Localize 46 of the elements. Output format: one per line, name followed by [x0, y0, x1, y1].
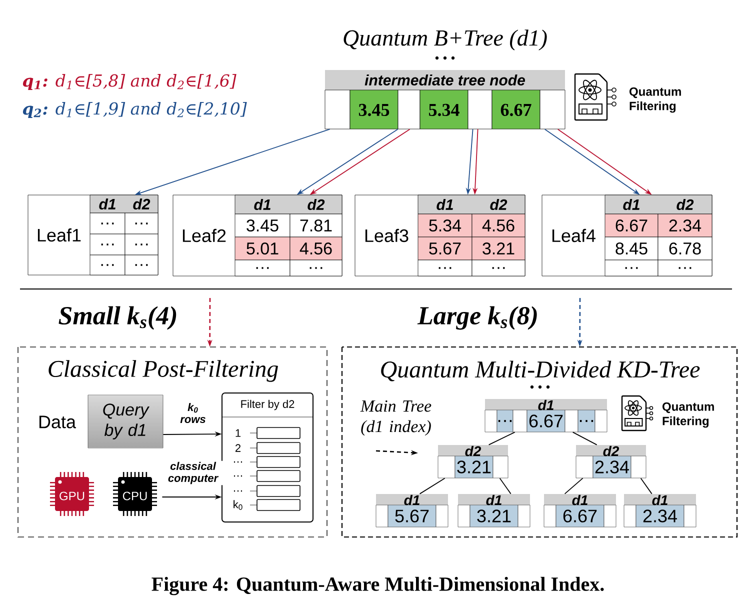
node-label: 6.67 — [500, 104, 532, 116]
tree-node: 2.34 d2 — [576, 445, 646, 478]
tree-node: 6.67 d1 — [544, 494, 616, 528]
icon-caption: Quantum Filtering — [662, 402, 714, 428]
node-label: 3.45 — [358, 104, 390, 116]
node-label: d1 — [572, 494, 588, 506]
filter-list: Filter by d2 1 2 … … … k$_{0}$ — [222, 392, 314, 522]
tree-node: … 6.67 … d1 — [484, 399, 608, 432]
edge-label: k$_{0}$ rows — [176, 402, 210, 424]
connector — [572, 432, 598, 446]
processor-chip: CPU — [112, 471, 158, 517]
node-label: 5.34 — [428, 104, 460, 116]
node-label: … — [580, 420, 594, 422]
tree-node: 5.67 d1 — [376, 494, 448, 528]
figure-caption: Figure 4: Quantum-Aware Multi-Dimensional Index. — [152, 576, 604, 596]
tree-node: 3.21 d2 — [438, 445, 508, 478]
query-box: Query by d1 — [88, 394, 164, 448]
query-condition: q$_{1}$: d$_{1}$∈[5,8] and d$_{2}$∈[1,6] — [22, 74, 236, 90]
leaf-table: Leaf3 d1 d2 5.34 4.56 5.67 3.21 … … — [354, 194, 526, 276]
icon-caption: Quantum Filtering — [630, 87, 681, 113]
node-label: d2 — [603, 446, 620, 456]
connector — [564, 478, 584, 494]
tree-caption: Main Tree (d1 index) — [360, 400, 432, 436]
node-label: d2 — [465, 446, 482, 456]
node-label: d1 — [652, 494, 668, 506]
leaf-table: Leaf4 d1 d2 6.67 2.34 8.45 6.78 … … — [542, 194, 712, 276]
node-label: 6.67 — [529, 414, 563, 428]
data-label: Data — [39, 416, 76, 428]
processor-chip: GPU — [49, 471, 95, 517]
query-condition: q$_{2}$: d$_{1}$∈[1,9] and d$_{2}$∈[2,10] — [22, 102, 247, 118]
leaf-table: Leaf2 d1 d2 3.45 7.81 5.01 4.56 … … — [172, 194, 342, 276]
leaf-table: Leaf1 d1 d2 … … … … … … — [28, 194, 158, 276]
tree-node: 2.34 d1 — [624, 494, 696, 528]
connector — [488, 432, 516, 446]
connector — [499, 478, 512, 494]
tree-title: Quantum B+Tree (d1) — [344, 30, 547, 50]
case-heading: Large k$_{s}$(8) — [417, 306, 537, 330]
edge-label: classical computer — [163, 460, 223, 486]
tree-node: Quantum B+Tree (d1) intermediate tree node 3.45 5.34 6.67 — [324, 30, 566, 130]
connector — [640, 478, 652, 494]
node-label: d1 — [404, 494, 420, 506]
node-label: … — [498, 420, 512, 422]
case-heading: Small k$_{s}$(4) — [58, 306, 176, 330]
node-label: d1 — [486, 494, 502, 506]
tree-node: 3.21 d1 — [458, 494, 530, 528]
connector — [419, 478, 446, 494]
